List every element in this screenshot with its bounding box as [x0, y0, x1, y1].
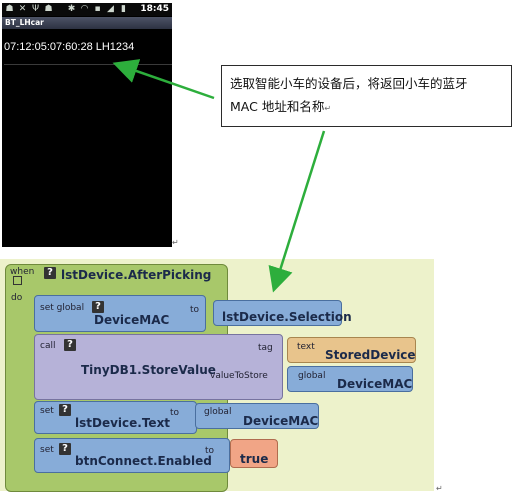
annotation-box [221, 65, 512, 127]
annotation-line-2: MAC 地址和名称 [230, 99, 325, 114]
wifi-icon: ◠ [80, 4, 89, 14]
app-title-bar: BT_LHcar [2, 17, 172, 29]
value-to-store-label: valueToStore [210, 371, 268, 381]
android-icon: ☗ [5, 4, 14, 14]
tools-icon: ✕ [18, 4, 27, 14]
app-title: BT_LHcar [5, 18, 44, 27]
selection-getter-block[interactable] [213, 300, 342, 326]
do-label: do [11, 293, 23, 303]
text-block[interactable] [287, 337, 416, 363]
set-label: set [40, 406, 54, 416]
global-value: DeviceMAC [243, 414, 319, 428]
set-label: set [40, 445, 54, 455]
return-mark: ↵ [324, 104, 332, 113]
event-name: lstDevice.AfterPicking [61, 268, 212, 282]
global-getter-block[interactable] [195, 403, 319, 429]
annotation-line-1: 选取智能小车的设备后，将返回小车的蓝牙 [230, 76, 468, 91]
when-label: when [10, 267, 35, 277]
help-icon[interactable]: ? [59, 443, 71, 455]
sim-icon: ▪ [94, 4, 101, 14]
battery-icon: ▮ [121, 4, 126, 14]
android-icon: ☗ [44, 4, 53, 14]
true-block[interactable] [230, 439, 278, 468]
help-icon[interactable]: ? [64, 339, 76, 351]
global-label: global [204, 407, 232, 417]
method-name: TinyDB1.StoreValue [81, 363, 216, 377]
set-global-block[interactable] [34, 295, 206, 332]
text-value: StoredDevice [325, 348, 416, 362]
global-getter-block[interactable] [287, 366, 413, 392]
return-mark: ↵ [172, 238, 179, 247]
return-mark: ↵ [436, 484, 443, 493]
property-name: btnConnect.Enabled [75, 454, 212, 468]
text-label: text [297, 342, 315, 352]
signal-icon: ◢ [107, 4, 114, 14]
set-global-label: set global [40, 303, 85, 313]
usb-icon: Ψ [31, 4, 40, 14]
global-value: DeviceMAC [337, 377, 413, 391]
help-icon[interactable]: ? [44, 267, 56, 279]
to-label: to [190, 305, 200, 315]
status-time: 18:45 [140, 4, 169, 14]
true-value: true [240, 452, 269, 466]
set-enabled-block[interactable] [34, 438, 230, 473]
selection-getter: lstDevice.Selection [222, 310, 352, 324]
collapse-icon[interactable] [13, 276, 22, 285]
tag-label: tag [258, 343, 273, 353]
status-bar: ☗ ✕ Ψ ☗ ✱ ◠ ▪ ◢ ▮ 18:45 [2, 3, 172, 16]
help-icon[interactable]: ? [92, 301, 104, 313]
to-label: to [205, 446, 215, 456]
list-divider [4, 64, 172, 65]
property-name: lstDevice.Text [75, 416, 171, 430]
help-icon[interactable]: ? [59, 404, 71, 416]
to-label: to [170, 408, 180, 418]
global-label: global [298, 371, 326, 381]
device-list-item[interactable]: 07:12:05:07:60:28 LH1234 [4, 41, 135, 53]
annotation-text: 选取智能小车的设备后，将返回小车的蓝牙 MAC 地址和名称↵ [230, 72, 505, 120]
global-var-name: DeviceMAC [94, 313, 170, 327]
bluetooth-icon: ✱ [67, 4, 76, 14]
phone-screenshot: ☗ ✕ Ψ ☗ ✱ ◠ ▪ ◢ ▮ 18:45 BT_LHcar 07:12:0… [2, 3, 172, 247]
call-label: call [40, 341, 56, 351]
